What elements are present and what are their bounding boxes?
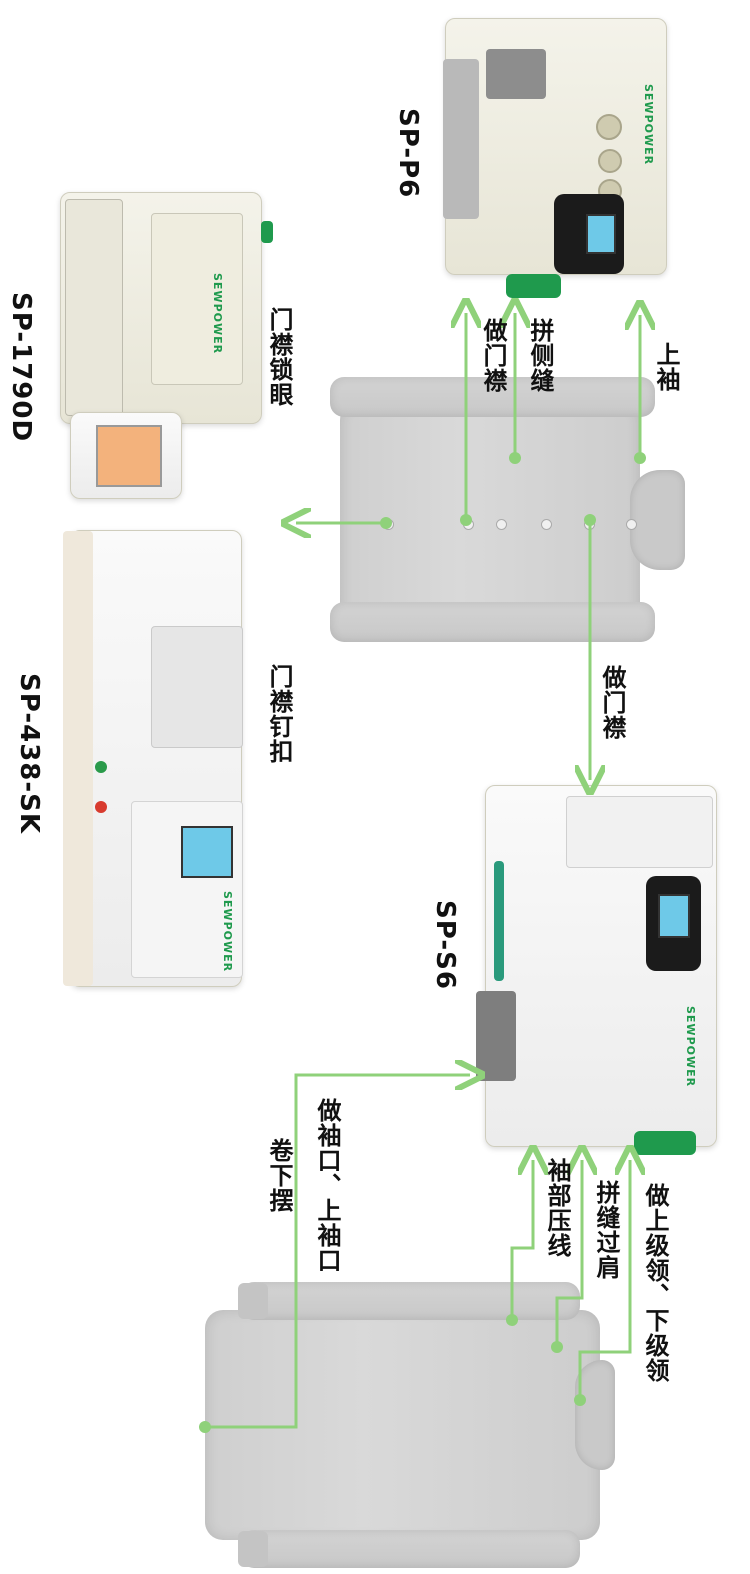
op-label-collar: 做上级领、下级领 (641, 1183, 669, 1383)
machine-sp-s6: SEWPOWER (476, 785, 717, 1155)
shirt-sleeve (330, 377, 655, 417)
model-label-sp-p6: SP-P6 (393, 108, 423, 199)
needle-bar-area (566, 796, 713, 868)
table-board (63, 531, 93, 986)
op-label-cuff: 做袖口、上袖口 (313, 1098, 341, 1273)
control-screen (96, 425, 162, 487)
brand-logo: SEWPOWER (211, 273, 224, 355)
machine-head (443, 59, 479, 219)
shirt-button (541, 519, 552, 530)
shirt-button (496, 519, 507, 530)
flow-dot (506, 1314, 518, 1326)
flow-dot (551, 1341, 563, 1353)
green-hose (494, 861, 504, 981)
shirt-button (626, 519, 637, 530)
model-label-sp-s6: SP-S6 (430, 900, 460, 990)
stop-button (95, 801, 107, 813)
flow-dot (584, 514, 596, 526)
shirt-cuff (238, 1283, 268, 1319)
display-screen (586, 214, 616, 254)
control-panel (646, 876, 701, 971)
flow-dot (460, 514, 472, 526)
start-button (95, 761, 107, 773)
op-label-side-seam: 拼侧缝 (526, 318, 554, 393)
brand-logo: SEWPOWER (221, 891, 234, 973)
op-label-set-sleeve: 上袖 (652, 342, 680, 392)
model-label-sp-1790d: SP-1790D (6, 292, 36, 443)
touch-screen (181, 826, 233, 878)
flow-dot (509, 452, 521, 464)
sewing-head (151, 626, 243, 748)
presser-foot (486, 49, 546, 99)
flow-dot (634, 452, 646, 464)
flow-line-shoulder (555, 1160, 582, 1347)
machine-sp-1790d: SEWPOWER (60, 192, 273, 424)
control-box (70, 412, 182, 499)
op-label-button-sew: 门襟钉扣 (265, 664, 293, 764)
shirt-collar (630, 470, 685, 570)
model-label-sp-438-sk: SP-438-SK (14, 673, 44, 835)
flow-dot (380, 517, 392, 529)
shirt-sleeve (240, 1530, 580, 1568)
brand-logo: SEWPOWER (642, 84, 655, 166)
green-badge (261, 221, 273, 243)
work-clamp (65, 199, 123, 416)
op-label-placket-mid: 做门襟 (598, 665, 626, 740)
op-label-hem: 卷下摆 (265, 1138, 293, 1213)
flow-dot (574, 1394, 586, 1406)
thread-spool (596, 114, 622, 140)
shirt-collar (575, 1360, 615, 1470)
brand-logo: SEWPOWER (684, 1006, 697, 1088)
thread-spool (598, 149, 622, 173)
shirt-back (205, 1310, 600, 1540)
op-label-shoulder: 拼缝过肩 (592, 1180, 620, 1280)
machine-sp-p6: SEWPOWER (443, 18, 667, 298)
machine-arm (151, 213, 243, 385)
control-panel (554, 194, 624, 274)
op-label-placket-top: 做门襟 (479, 318, 507, 393)
shirt-cuff (238, 1531, 268, 1567)
display-screen (658, 894, 690, 938)
flow-dot (199, 1421, 211, 1433)
op-label-buttonhole: 门襟锁眼 (265, 307, 293, 407)
handwheel (506, 274, 561, 298)
flow-line-collar (578, 1160, 630, 1400)
flow-line-sleeve-topstitch (510, 1160, 533, 1320)
flow-line-hem (205, 1075, 470, 1429)
op-label-sleeve-topstitch: 袖部压线 (543, 1158, 571, 1258)
machine-sp-438-sk: SEWPOWER (63, 530, 243, 987)
shirt-sleeve (330, 602, 655, 642)
